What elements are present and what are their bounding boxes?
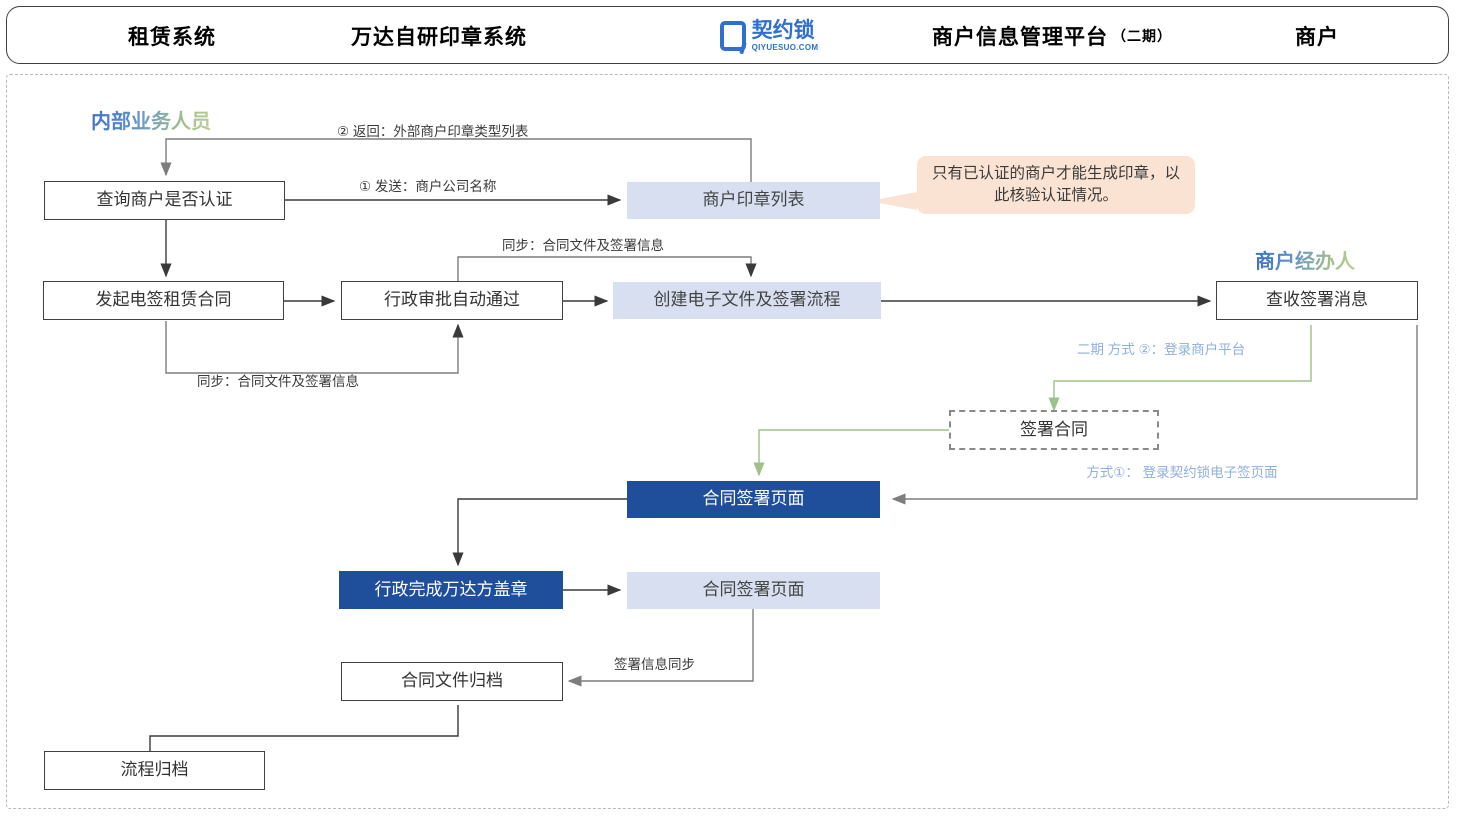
- lane-title-seal-system: 万达自研印章系统: [289, 7, 589, 65]
- node-create-efile-sign-flow-label: 创建电子文件及签署流程: [653, 290, 841, 310]
- node-merchant-seal-list-label: 商户印章列表: [702, 190, 805, 210]
- node-archive-contract-file-label: 合同文件归档: [401, 671, 503, 691]
- edge-label-method1: 方式①： 登录契约锁电子签页面: [1086, 465, 1278, 480]
- callout-auth-note-text: 只有已认证的商户才能生成印章，以此核验认证情况。: [931, 164, 1180, 204]
- lane-title-merchant-info: 商户信息管理平台 （二期）: [887, 7, 1217, 65]
- lane-title-rental: 租赁系统: [67, 7, 277, 65]
- node-wanda-stamp-complete-label: 行政完成万达方盖章: [374, 579, 528, 599]
- qiyuesuo-logo-icon: [719, 21, 746, 51]
- node-create-efile-sign-flow[interactable]: 创建电子文件及签署流程: [613, 282, 881, 319]
- lane-title-merchant-info-label: 商户信息管理平台: [932, 26, 1108, 49]
- edge-label-phase2-method2: 二期 方式 ②：登录商户平台: [1077, 342, 1246, 357]
- node-archive-process-label: 流程归档: [120, 760, 189, 780]
- swimlane-header-bar: 租赁系统 万达自研印章系统 契约锁 QIYUESUO.COM 商户信息管理平台 …: [6, 6, 1449, 64]
- lane-title-merchant: 商户: [1237, 7, 1397, 65]
- node-receive-sign-message[interactable]: 查收签署消息: [1216, 281, 1418, 320]
- node-auto-approve-label: 行政审批自动通过: [384, 290, 520, 310]
- edge-label-send-company-name: ① 发送：商户公司名称: [359, 179, 497, 194]
- node-verify-merchant-auth-label: 查询商户是否认证: [96, 190, 233, 210]
- lane-title-merchant-label: 商户: [1295, 26, 1339, 49]
- node-verify-merchant-auth[interactable]: 查询商户是否认证: [44, 181, 285, 220]
- node-archive-contract-file[interactable]: 合同文件归档: [341, 662, 563, 701]
- node-initiate-esign-lease-label: 发起电签租赁合同: [95, 290, 232, 310]
- qiyuesuo-logo-text: 契约锁 QIYUESUO.COM: [752, 20, 819, 52]
- lane-title-qiyuesuo: 契约锁 QIYUESUO.COM: [679, 7, 859, 65]
- edge-label-sync-sign-info: 签署信息同步: [614, 657, 695, 672]
- diagram-canvas: 内部业务人员 商户经办人 ② 返回：外部商户印章类型列表 ① 发送：商户公司名称…: [6, 74, 1449, 809]
- lane-title-rental-label: 租赁系统: [128, 26, 216, 49]
- node-auto-approve[interactable]: 行政审批自动通过: [341, 281, 563, 320]
- node-contract-sign-page-secondary-label: 合同签署页面: [702, 580, 805, 600]
- node-contract-sign-page-primary[interactable]: 合同签署页面: [627, 481, 880, 518]
- edge-label-return-seal-types: ② 返回：外部商户印章类型列表: [337, 124, 529, 139]
- edge-label-sync-bottom: 同步：合同文件及签署信息: [197, 374, 359, 389]
- qiyuesuo-logo-en: QIYUESUO.COM: [751, 43, 819, 52]
- role-label-merchant-agent: 商户经办人: [1255, 245, 1355, 274]
- node-sign-contract[interactable]: 签署合同: [949, 410, 1159, 450]
- role-label-internal-staff: 内部业务人员: [91, 105, 211, 134]
- node-archive-process[interactable]: 流程归档: [44, 751, 265, 790]
- node-receive-sign-message-label: 查收签署消息: [1266, 290, 1368, 310]
- edge-label-sync-top: 同步：合同文件及签署信息: [502, 238, 664, 253]
- lane-title-seal-system-label: 万达自研印章系统: [351, 26, 527, 49]
- node-wanda-stamp-complete[interactable]: 行政完成万达方盖章: [339, 571, 563, 609]
- callout-tail-icon: [869, 192, 917, 210]
- lane-title-merchant-info-suffix: （二期）: [1112, 28, 1172, 44]
- node-initiate-esign-lease[interactable]: 发起电签租赁合同: [43, 281, 284, 320]
- qiyuesuo-logo-cn: 契约锁: [751, 19, 815, 42]
- node-contract-sign-page-secondary[interactable]: 合同签署页面: [627, 572, 880, 609]
- node-merchant-seal-list[interactable]: 商户印章列表: [627, 182, 880, 219]
- node-contract-sign-page-primary-label: 合同签署页面: [702, 489, 805, 509]
- node-sign-contract-label: 签署合同: [1020, 419, 1088, 439]
- callout-auth-note: 只有已认证的商户才能生成印章，以此核验认证情况。: [917, 156, 1195, 214]
